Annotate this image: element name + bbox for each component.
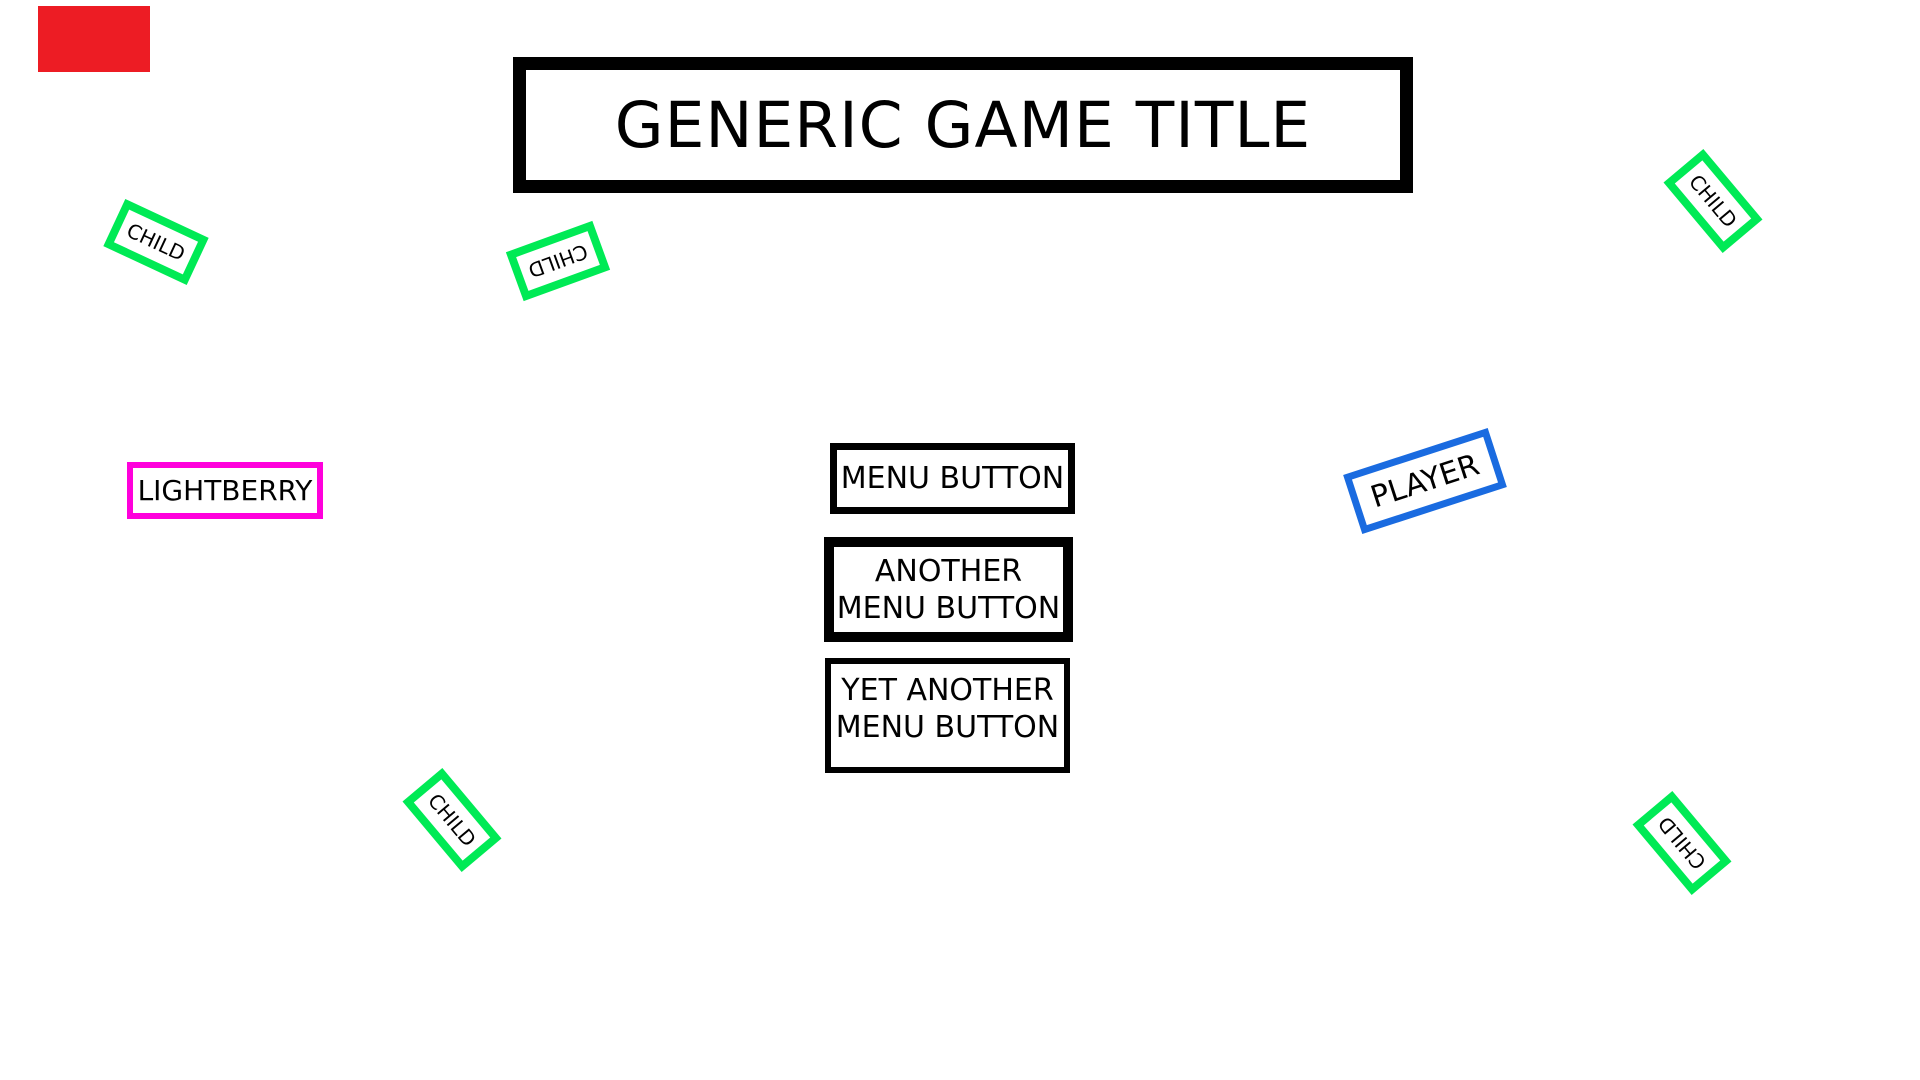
another-menu-button[interactable]: ANOTHER MENU BUTTON xyxy=(824,537,1073,642)
child-label: CHILD xyxy=(1684,169,1742,233)
yet-another-menu-button-label: YET ANOTHER MENU BUTTON xyxy=(835,673,1060,745)
child-node-1: CHILD xyxy=(103,198,209,286)
player-label: PLAYER xyxy=(1366,447,1484,515)
yet-another-menu-button[interactable]: YET ANOTHER MENU BUTTON xyxy=(825,658,1070,773)
game-title-text: GENERIC GAME TITLE xyxy=(614,88,1312,162)
child-label: CHILD xyxy=(1653,811,1711,875)
child-label: CHILD xyxy=(423,788,481,852)
menu-button[interactable]: MENU BUTTON xyxy=(830,443,1075,514)
child-label: CHILD xyxy=(123,218,189,266)
player-node: PLAYER xyxy=(1343,428,1507,534)
child-node-2: CHILD xyxy=(505,220,611,302)
another-menu-button-label: ANOTHER MENU BUTTON xyxy=(836,553,1061,626)
lightberry-node: LIGHTBERRY xyxy=(127,462,323,519)
child-node-4: CHILD xyxy=(402,768,502,872)
lightberry-label: LIGHTBERRY xyxy=(137,474,313,507)
child-label: CHILD xyxy=(525,239,591,283)
child-node-3: CHILD xyxy=(1663,149,1763,253)
child-node-5: CHILD xyxy=(1632,791,1732,895)
menu-button-label: MENU BUTTON xyxy=(840,461,1065,496)
red-color-rect xyxy=(38,6,150,72)
game-title-panel: GENERIC GAME TITLE xyxy=(513,57,1413,193)
